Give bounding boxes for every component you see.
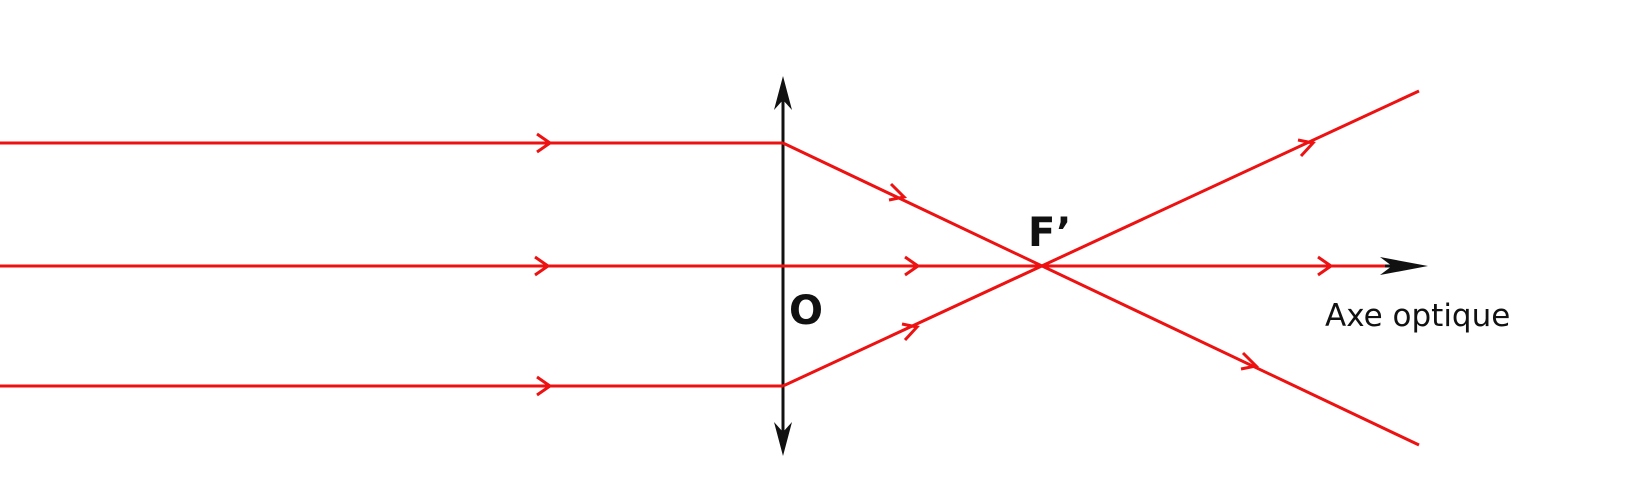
ray-direction-arrows: [534, 132, 1334, 397]
optical-center-label: O: [789, 288, 823, 334]
ray-arrow-bottom-refracted-1: [901, 322, 920, 342]
ray-arrow-middle-after-lens: [904, 255, 921, 277]
ray-arrow-middle-after-focus: [1317, 255, 1334, 277]
refracted-rays: [782, 89, 1420, 447]
optical-axis-arrowhead: [1380, 257, 1428, 275]
ray-arrow-incident-middle: [534, 255, 551, 277]
lens-top-arrowhead: [774, 76, 792, 110]
lens-bottom-arrowhead: [774, 422, 792, 456]
optical-axis-caption: Axe optique: [1325, 298, 1510, 334]
refracted-ray-top: [782, 141, 1420, 447]
ray-arrow-incident-bottom: [536, 375, 553, 397]
ray-arrow-top-refracted-2: [1240, 351, 1260, 371]
incident-rays: [0, 141, 783, 388]
refracted-ray-bottom: [782, 89, 1420, 388]
ray-arrow-incident-top: [536, 132, 553, 154]
focal-point-label: F’: [1028, 210, 1071, 256]
ray-arrow-top-refracted-1: [888, 182, 908, 202]
ray-arrow-bottom-refracted-2: [1297, 138, 1316, 158]
